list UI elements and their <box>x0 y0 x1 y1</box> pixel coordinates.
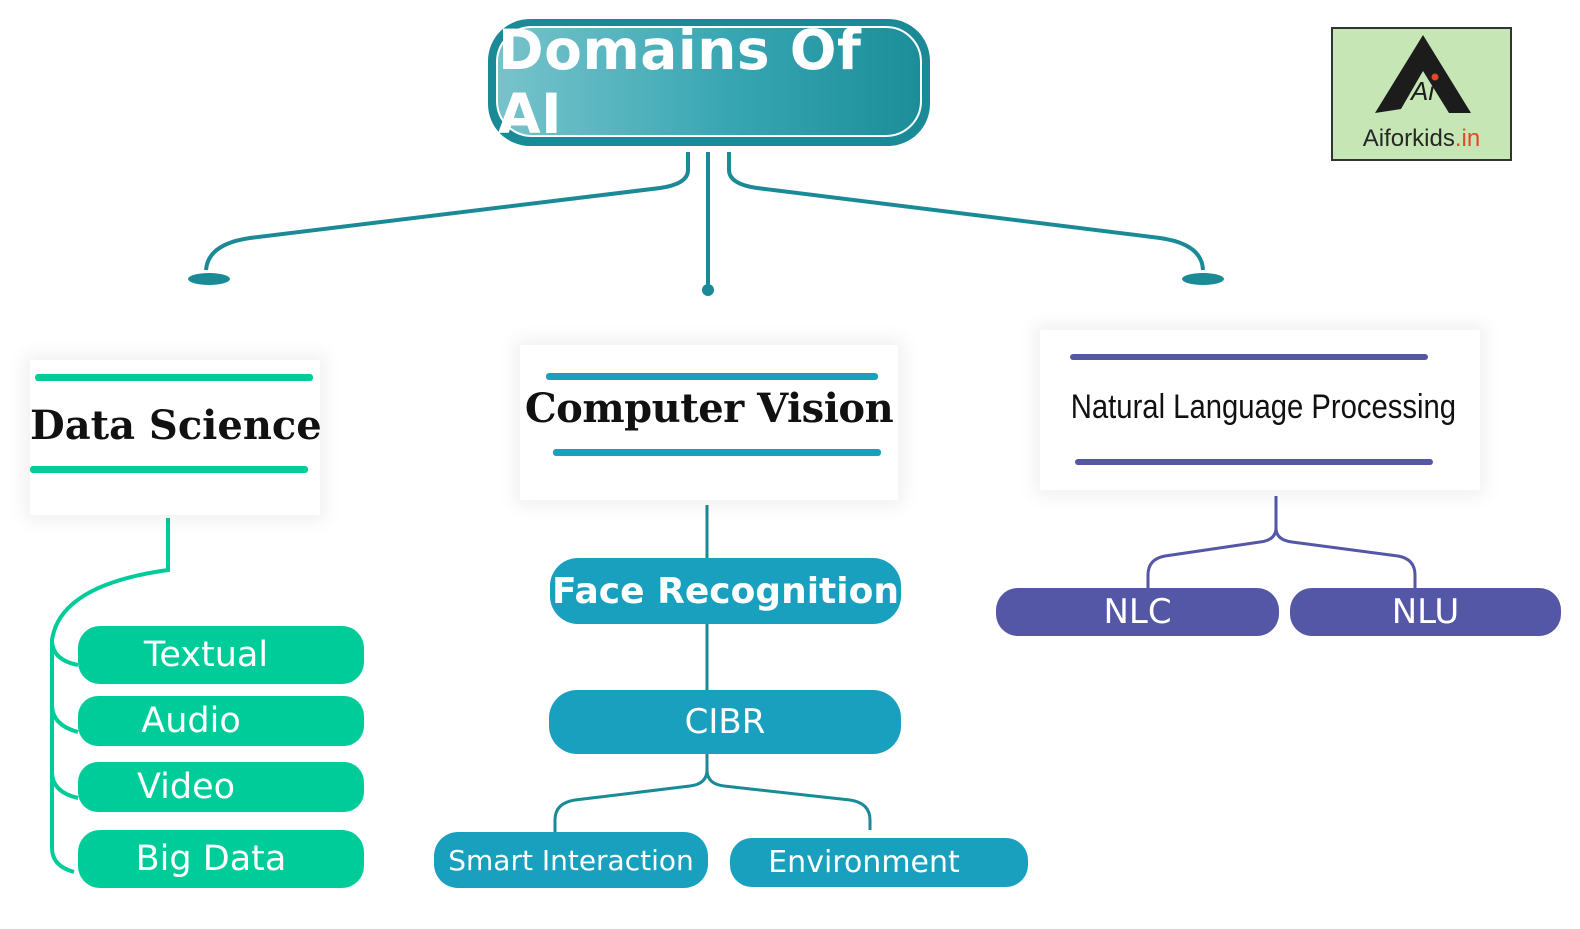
aiforkids-logo: Ai Aiforkids.in <box>1331 27 1512 161</box>
computer-vision-bottom-bar <box>553 449 881 456</box>
diagram-title: Domains Of AI <box>498 17 862 146</box>
data-science-label: Data Science <box>30 402 322 449</box>
cibr-child-smart-interaction: Smart Interaction <box>434 832 708 888</box>
data-science-bottom-bar <box>30 466 308 473</box>
data-science-item-audio: Audio <box>78 696 364 746</box>
nlp-item-nlc: NLC <box>996 588 1279 636</box>
connector-title-to-nlp <box>727 152 1205 271</box>
connector-end-computer-vision <box>702 284 714 296</box>
cibr-child-environment: Environment <box>730 838 1028 887</box>
title-pill: Domains Of AI <box>488 18 930 146</box>
computer-vision-top-bar <box>546 373 878 380</box>
connector-end-nlp <box>1182 273 1224 285</box>
computer-vision-label: Computer Vision <box>524 385 894 432</box>
connector-to-audio <box>50 704 79 734</box>
connector-title-to-data-science <box>204 152 690 271</box>
computer-vision-card: Computer Vision <box>520 345 898 500</box>
data-science-item-big-data: Big Data <box>78 830 364 888</box>
logo-text: Aiforkids.in <box>1333 125 1510 153</box>
connector-nlp-split <box>1146 496 1417 590</box>
connector-data-science-trunk <box>50 518 170 874</box>
logo-text-suffix: .in <box>1454 125 1481 152</box>
connector-end-data-science <box>188 273 230 285</box>
title-inner: Domains Of AI <box>496 18 922 146</box>
connector-to-video <box>50 771 79 800</box>
data-science-card: Data Science <box>30 360 322 515</box>
nlp-card: Natural Language Processing <box>1040 330 1480 490</box>
nlp-top-bar <box>1070 354 1428 360</box>
computer-vision-item-cibr: CIBR <box>549 690 901 754</box>
connector-to-textual <box>50 639 79 667</box>
logo-monogram: Ai <box>1409 76 1435 106</box>
nlp-label: Natural Language Processing <box>1070 388 1457 426</box>
connector-cibr-to-children <box>553 752 872 832</box>
logo-triangle-icon: Ai <box>1375 35 1471 113</box>
logo-text-main: Aiforkids <box>1362 125 1455 152</box>
data-science-item-video: Video <box>78 762 364 812</box>
nlp-bottom-bar <box>1075 459 1433 465</box>
data-science-item-textual: Textual <box>78 626 364 684</box>
computer-vision-item-face-recognition: Face Recognition <box>550 558 901 624</box>
nlp-item-nlu: NLU <box>1290 588 1561 636</box>
data-science-top-bar <box>35 374 313 381</box>
